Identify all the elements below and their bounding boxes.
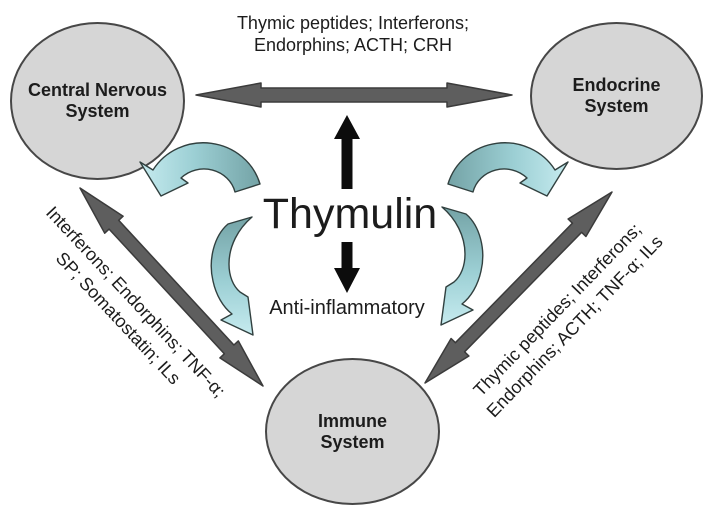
immune-label-line2: System — [320, 431, 385, 452]
endocrine-immune-arrow — [424, 191, 613, 384]
cns-endocrine-arrow — [195, 82, 513, 108]
cns-immune-arrow — [79, 187, 264, 387]
cns-endocrine-edge-label-line2: Endorphins; ACTH; CRH — [253, 35, 453, 55]
cns-label-line2: System — [65, 101, 130, 121]
immune-label-line1: Immune — [317, 410, 387, 431]
thymulin-down-arrow — [334, 242, 360, 293]
node-central-nervous-system: Central Nervous System — [10, 22, 185, 180]
node-endocrine-system: Endocrine System — [530, 22, 703, 170]
anti-inflammatory-label: Anti-inflammatory — [269, 297, 425, 319]
endocrine-feedback-curved-arrow — [447, 142, 569, 197]
cns-endocrine-edge-label-line1: Thymic peptides; Interferons; — [236, 13, 470, 33]
endocrine-label-line1: Endocrine — [572, 75, 661, 95]
cns-label-line1: Central Nervous — [27, 80, 168, 100]
cns-endocrine-edge-label: Thymic peptides; Interferons; Endorphins… — [193, 12, 513, 56]
endocrine-label-line2: System — [584, 96, 649, 116]
thymulin-up-arrow — [334, 115, 360, 189]
node-immune-system: Immune System — [265, 358, 440, 505]
anti-inflammatory-left-curved-arrow — [210, 216, 254, 336]
thymulin-title: Thymulin — [262, 190, 438, 238]
cns-feedback-curved-arrow — [139, 142, 261, 197]
anti-inflammatory-right-curved-arrow — [440, 206, 484, 326]
